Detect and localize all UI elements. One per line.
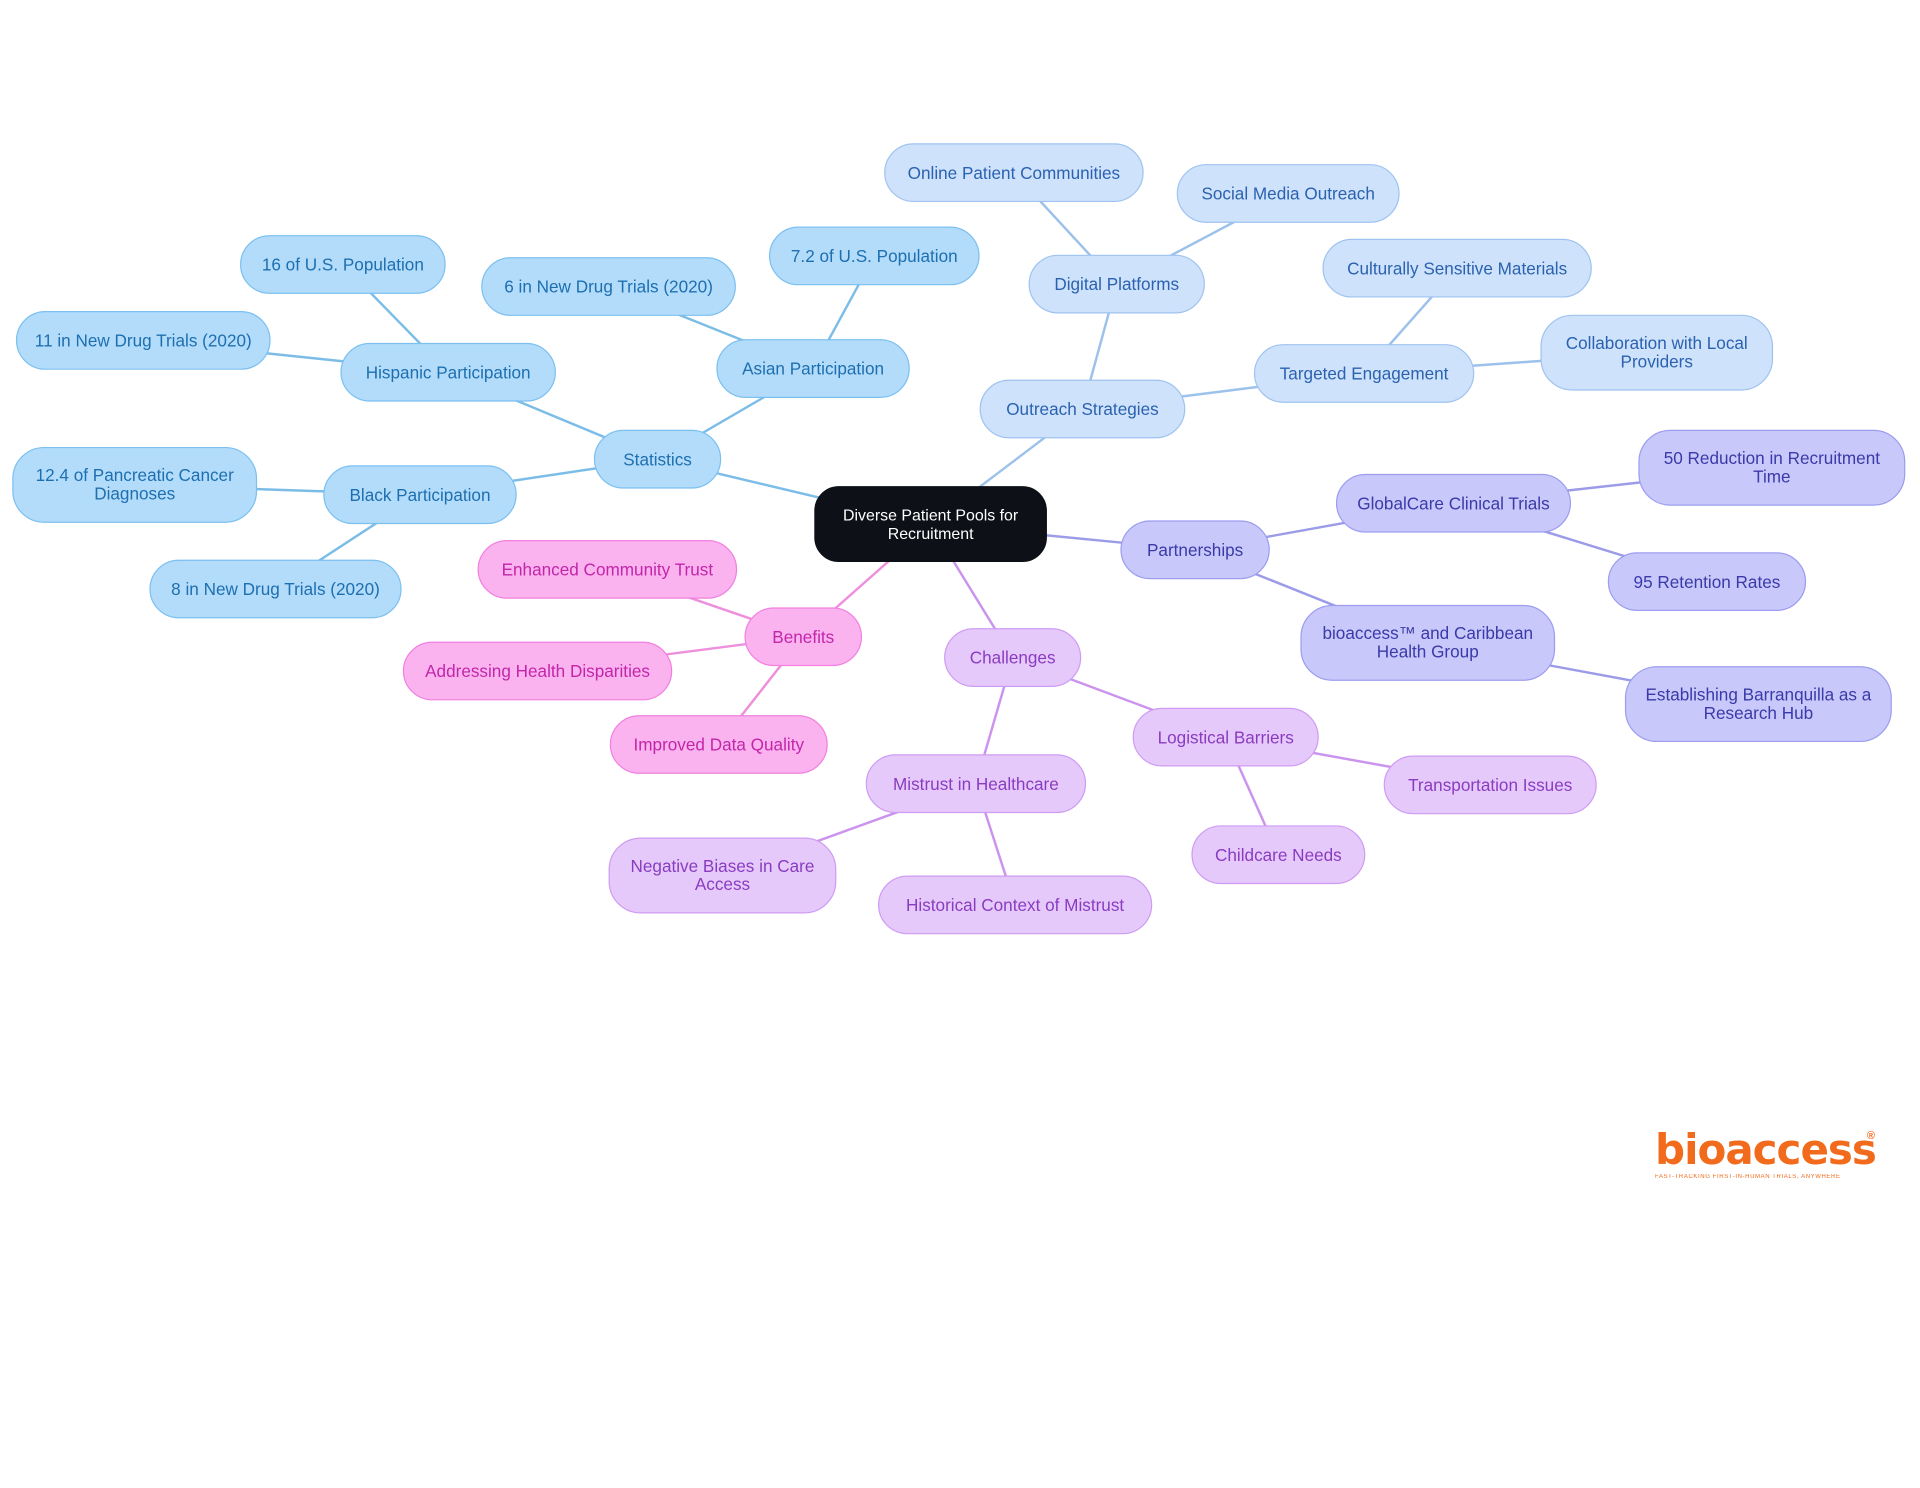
node-outreach: Outreach Strategies bbox=[979, 379, 1186, 439]
bioaccess-logo: bioaccess ® FAST-TRACKING FIRST-IN-HUMAN… bbox=[1655, 1125, 1885, 1181]
node-health-disparities: Addressing Health Disparities bbox=[402, 641, 673, 701]
node-label: 11 in New Drug Trials (2020) bbox=[34, 330, 252, 350]
node-recruitment-time: 50 Reduction in Recruitment Time bbox=[1638, 429, 1906, 506]
node-label: Transportation Issues bbox=[1408, 774, 1573, 795]
node-social-media: Social Media Outreach bbox=[1176, 164, 1400, 223]
node-bioaccess-caribbean: bioaccess™ and Caribbean Health Group bbox=[1300, 604, 1556, 681]
node-label: 7.2 of U.S. Population bbox=[790, 245, 958, 266]
node-label: Asian Participation bbox=[742, 358, 885, 378]
node-label: Black Participation bbox=[349, 484, 491, 504]
node-label: Diverse Patient Pools for Recruitment bbox=[843, 505, 1019, 543]
node-asian-pop: 7.2 of U.S. Population bbox=[768, 226, 980, 286]
node-targeted: Targeted Engagement bbox=[1253, 344, 1475, 403]
node-asian-trials: 6 in New Drug Trials (2020) bbox=[481, 257, 736, 316]
node-label: Benefits bbox=[772, 626, 835, 646]
node-label: Childcare Needs bbox=[1215, 844, 1342, 864]
node-label: Hispanic Participation bbox=[365, 361, 531, 382]
node-label: Digital Platforms bbox=[1054, 273, 1180, 294]
node-hispanic: Hispanic Participation bbox=[340, 342, 556, 402]
node-culturally-sensitive: Culturally Sensitive Materials bbox=[1322, 238, 1592, 298]
node-retention: 95 Retention Rates bbox=[1607, 552, 1807, 612]
node-label: Online Patient Communities bbox=[907, 162, 1121, 182]
node-label: Addressing Health Disparities bbox=[425, 660, 650, 681]
node-label: 6 in New Drug Trials (2020) bbox=[504, 276, 713, 296]
node-label: GlobalCare Clinical Trials bbox=[1357, 492, 1550, 513]
node-label: Negative Biases in Care Access bbox=[630, 855, 815, 894]
logo-tagline: FAST-TRACKING FIRST-IN-HUMAN TRIALS, ANY… bbox=[1655, 1174, 1841, 1180]
node-label: Establishing Barranquilla as a Research … bbox=[1645, 684, 1872, 723]
node-asian: Asian Participation bbox=[716, 339, 910, 398]
node-historical: Historical Context of Mistrust bbox=[877, 875, 1153, 935]
node-online-communities: Online Patient Communities bbox=[884, 143, 1144, 203]
node-label: Social Media Outreach bbox=[1201, 183, 1375, 203]
logo-registered-mark: ® bbox=[1866, 1130, 1875, 1142]
node-negative-biases: Negative Biases in Care Access bbox=[608, 837, 837, 914]
node-label: Targeted Engagement bbox=[1279, 363, 1449, 383]
node-transportation: Transportation Issues bbox=[1383, 755, 1597, 815]
node-label: Historical Context of Mistrust bbox=[906, 894, 1125, 915]
node-label: Collaboration with Local Providers bbox=[1565, 333, 1748, 372]
node-label: Enhanced Community Trust bbox=[501, 558, 714, 579]
node-label: 16 of U.S. Population bbox=[261, 254, 424, 274]
node-statistics: Statistics bbox=[593, 429, 722, 489]
node-label: Statistics bbox=[623, 448, 692, 469]
node-black-trials: 8 in New Drug Trials (2020) bbox=[149, 559, 402, 619]
node-mistrust: Mistrust in Healthcare bbox=[865, 754, 1087, 814]
node-community-trust: Enhanced Community Trust bbox=[477, 540, 738, 599]
node-label: Mistrust in Healthcare bbox=[893, 773, 1059, 793]
node-black: Black Participation bbox=[323, 465, 517, 525]
node-label: bioaccess™ and Caribbean Health Group bbox=[1322, 623, 1534, 662]
node-root: Diverse Patient Pools for Recruitment bbox=[814, 486, 1047, 563]
node-label: 12.4 of Pancreatic Cancer Diagnoses bbox=[35, 465, 234, 504]
node-label: Improved Data Quality bbox=[633, 734, 805, 754]
node-label: Culturally Sensitive Materials bbox=[1347, 257, 1568, 278]
node-label: 95 Retention Rates bbox=[1633, 571, 1781, 591]
node-data-quality: Improved Data Quality bbox=[609, 715, 828, 774]
node-hisp-trials: 11 in New Drug Trials (2020) bbox=[15, 311, 271, 370]
node-label: Challenges bbox=[969, 647, 1056, 667]
node-partnerships: Partnerships bbox=[1120, 520, 1270, 580]
node-label: Logistical Barriers bbox=[1157, 726, 1294, 747]
node-benefits: Benefits bbox=[744, 607, 863, 667]
node-local-providers: Collaboration with Local Providers bbox=[1540, 314, 1774, 391]
node-label: Outreach Strategies bbox=[1006, 398, 1159, 419]
node-label: 8 in New Drug Trials (2020) bbox=[171, 578, 380, 599]
node-label: Partnerships bbox=[1146, 539, 1244, 559]
logo-wordmark: bioaccess bbox=[1655, 1125, 1877, 1174]
node-digital: Digital Platforms bbox=[1028, 254, 1205, 314]
node-globalcare: GlobalCare Clinical Trials bbox=[1335, 473, 1572, 533]
node-childcare: Childcare Needs bbox=[1191, 825, 1366, 885]
node-challenges: Challenges bbox=[944, 628, 1082, 687]
node-hisp-pop: 16 of U.S. Population bbox=[240, 235, 446, 294]
node-label: 50 Reduction in Recruitment Time bbox=[1663, 448, 1881, 487]
node-logistical: Logistical Barriers bbox=[1132, 707, 1319, 767]
node-barranquilla: Establishing Barranquilla as a Research … bbox=[1624, 666, 1892, 743]
node-black-pancreatic: 12.4 of Pancreatic Cancer Diagnoses bbox=[12, 446, 258, 523]
